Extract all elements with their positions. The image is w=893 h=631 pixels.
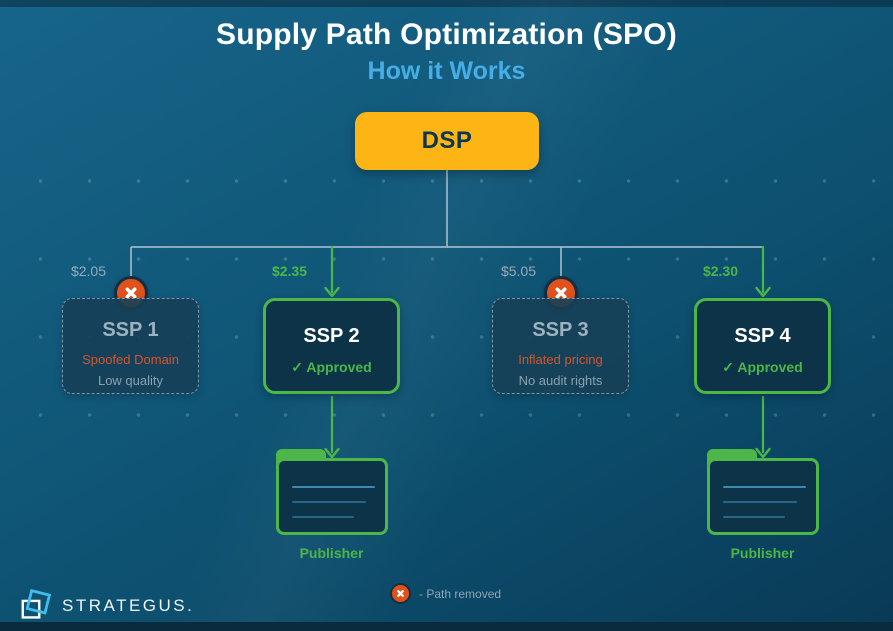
ssp2-publisher-folder-icon: [276, 449, 388, 535]
ssp1-name: SSP 1: [102, 319, 159, 341]
folder-text-line: [292, 516, 354, 518]
ssp4-approved-label: ✓ Approved: [722, 359, 803, 375]
legend: - Path removed: [390, 583, 501, 604]
x-icon: [555, 287, 567, 299]
ssp4-node: SSP 4 ✓ Approved: [694, 298, 831, 394]
ssp3-node: SSP 3 Inflated pricing No audit rights: [492, 298, 629, 394]
ssp4-price: $2.30: [702, 263, 738, 279]
folder-text-line: [292, 486, 375, 488]
top-edge-strip: [0, 0, 893, 7]
ssp4-publisher-label: Publisher: [730, 545, 795, 561]
folder-text-line: [292, 501, 366, 503]
ssp4-arrowhead: [755, 286, 771, 298]
ssp3-issue-primary: Inflated pricing: [518, 352, 603, 367]
ssp2-name: SSP 2: [303, 325, 360, 347]
legend-path-removed-label: - Path removed: [419, 586, 502, 601]
ssp1-issue-secondary: Low quality: [97, 373, 164, 388]
ssp3-name: SSP 3: [532, 319, 589, 341]
brand-footer: STRATEGUS.: [20, 589, 194, 622]
ssp2-node: SSP 2 ✓ Approved: [263, 298, 400, 394]
ssp3-issue-secondary: No audit rights: [518, 373, 603, 388]
dsp-label: DSP: [421, 127, 473, 154]
ssp1-node: SSP 1 Spoofed Domain Low quality: [62, 298, 199, 394]
folder-body: [707, 458, 819, 535]
dsp-node: DSP: [355, 112, 539, 170]
x-icon: [397, 590, 404, 597]
legend-x-circle-icon: [390, 583, 411, 604]
page-title: Supply Path Optimization (SPO): [215, 18, 677, 51]
ssp2-approved-label: ✓ Approved: [291, 359, 372, 375]
overlapping-squares-icon: [21, 589, 52, 619]
ssp4-name: SSP 4: [734, 325, 791, 347]
ssp2-publisher-label: Publisher: [299, 545, 364, 561]
folder-text-line: [723, 501, 797, 503]
folder-text-line: [723, 516, 785, 518]
page-subtitle: How it Works: [367, 57, 526, 85]
ssp2-arrowhead: [324, 286, 340, 298]
x-icon: [125, 287, 137, 299]
ssp1-issue-primary: Spoofed Domain: [82, 352, 179, 367]
ssp3-price: $5.05: [500, 263, 536, 279]
brand-wordmark: STRATEGUS.: [62, 595, 195, 615]
ssp2-price: $2.35: [271, 263, 307, 279]
bottom-edge-strip: [0, 622, 893, 631]
folder-text-line: [723, 486, 806, 488]
ssp4-publisher-folder-icon: [707, 449, 819, 535]
ssp1-price: $2.05: [70, 263, 106, 279]
folder-body: [276, 458, 388, 535]
